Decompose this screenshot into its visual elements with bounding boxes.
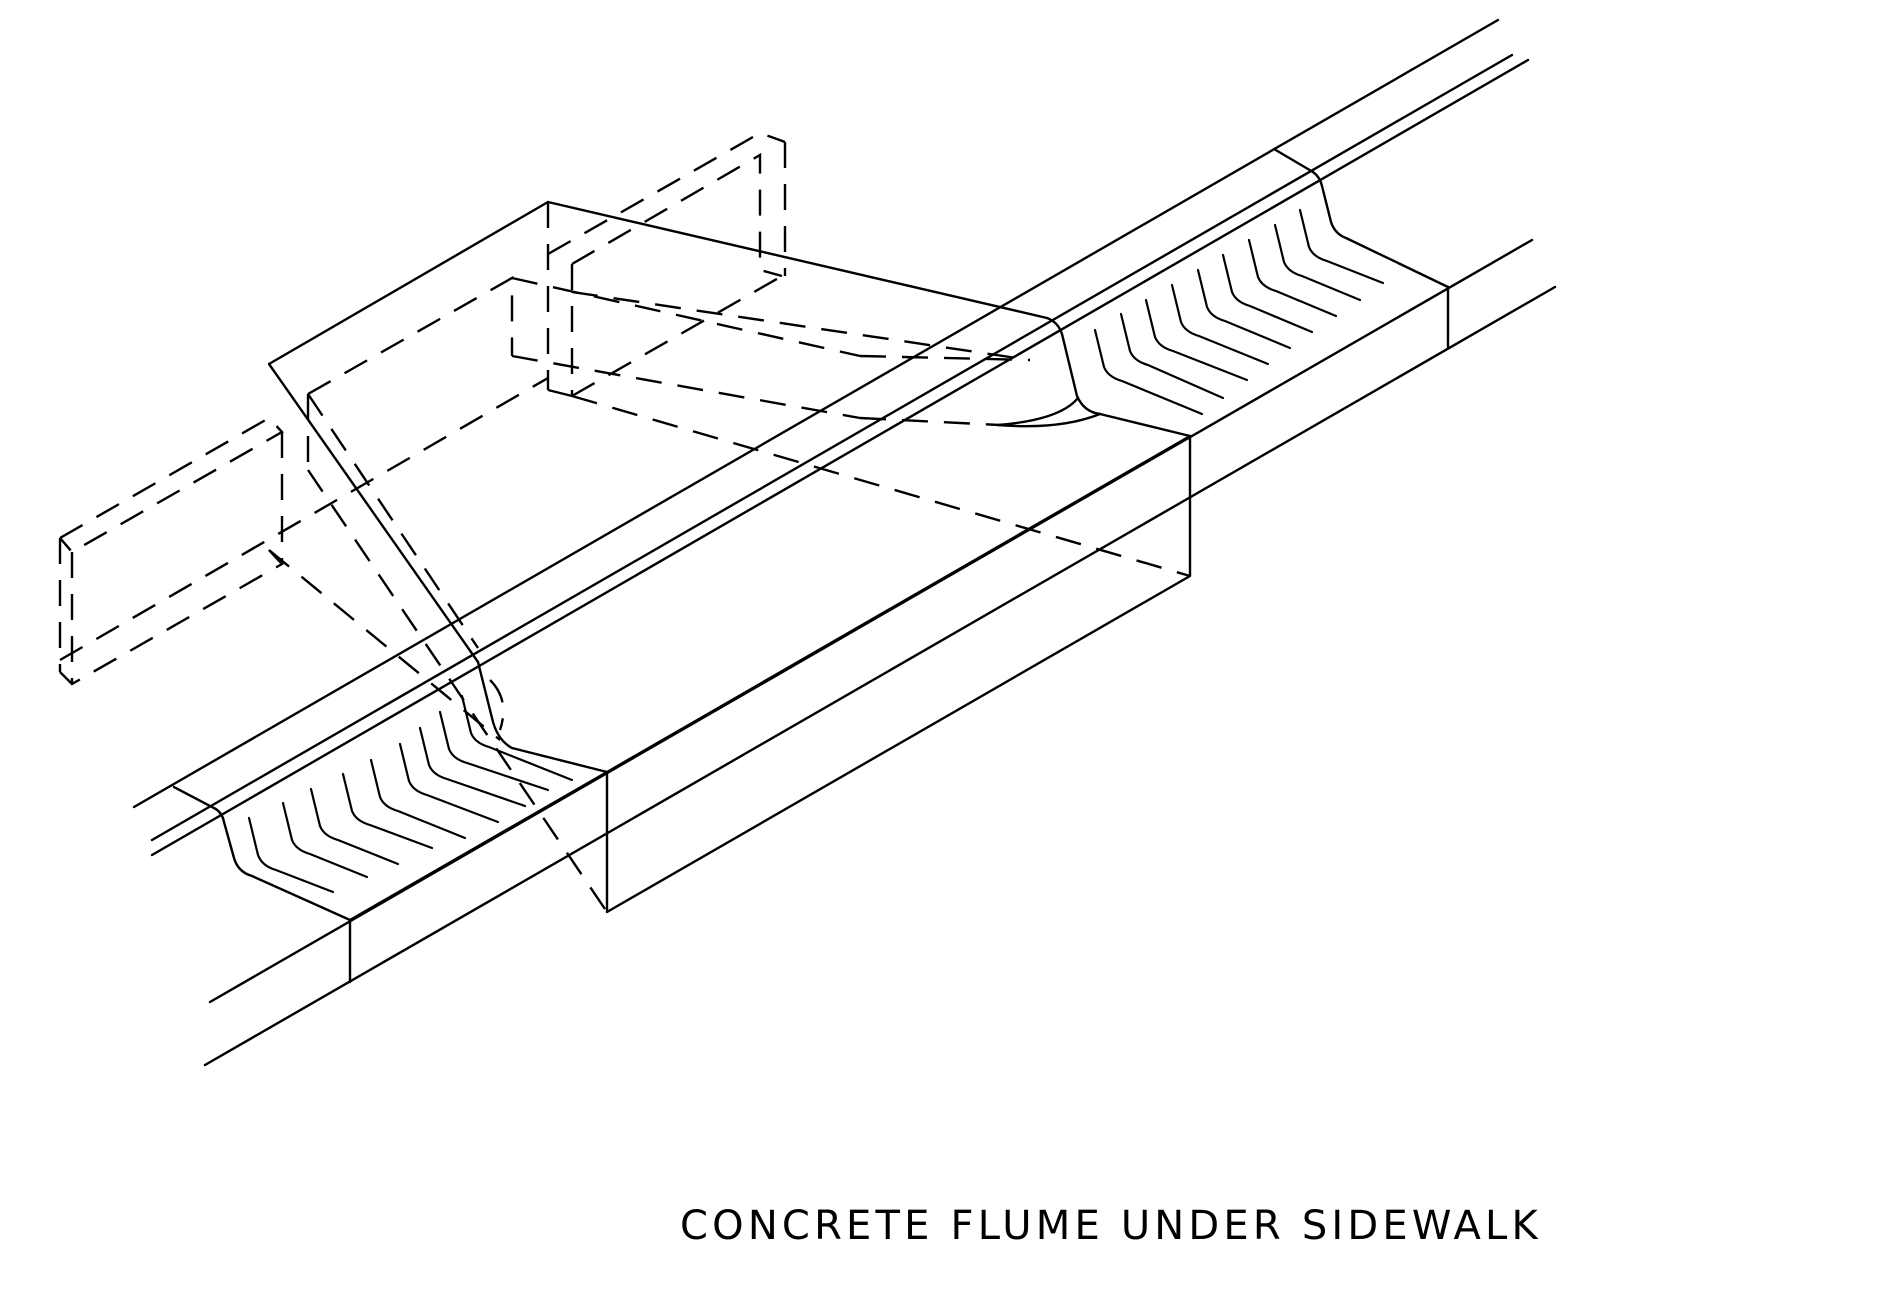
back-box-bottom-diag <box>571 274 783 398</box>
front-box-top <box>59 416 284 554</box>
hatch-r5 <box>1196 268 1292 350</box>
hatch-l4 <box>341 772 434 850</box>
left-bottom-lower-line <box>203 285 1557 1067</box>
hatch-r7 <box>1247 238 1338 318</box>
pipe-hidden-2 <box>307 469 608 913</box>
back-box-top <box>547 131 786 256</box>
hatch-l8 <box>438 710 550 792</box>
curb-line-2 <box>150 58 1530 857</box>
right-gutter-cross-section <box>1272 147 1315 174</box>
left-gutter-cross-section <box>172 785 216 810</box>
gutter-hatching <box>247 208 1385 894</box>
hatch-l6 <box>398 742 500 824</box>
visible-edges <box>132 18 1557 1067</box>
front-box-bottom-back <box>59 376 549 662</box>
slab-front-face <box>605 434 1192 914</box>
slab-top-back-edge <box>546 200 1049 320</box>
left-gutter-bottom-line <box>208 238 1534 1004</box>
hatch-r1 <box>1093 328 1204 416</box>
mid-frame-top-edge <box>511 276 861 358</box>
hatch-r3 <box>1144 298 1249 382</box>
hidden-long-2 <box>859 354 1031 362</box>
hatch-r2 <box>1119 312 1225 400</box>
hatch-r4 <box>1170 283 1270 366</box>
right-gutter-profile <box>1311 170 1450 289</box>
front-box-bottom <box>59 549 284 686</box>
mid-frame-top <box>307 275 514 396</box>
hidden-long-3 <box>859 416 1001 427</box>
hatch-l7 <box>418 726 527 808</box>
pipe-hidden-3 <box>268 549 501 741</box>
slab-top-left-edge <box>267 200 550 664</box>
pipe-hidden-1 <box>307 393 479 649</box>
road-line-top <box>132 18 1500 809</box>
pipe-hidden-curve <box>489 679 505 731</box>
hidden-long-4 <box>571 394 1191 578</box>
hatch-r9 <box>1298 208 1385 285</box>
hatch-l3 <box>309 787 400 866</box>
hatch-l9 <box>460 694 574 782</box>
mid-frame-mid-edge <box>511 354 861 420</box>
flume-entry-profile <box>476 660 609 774</box>
hatch-l5 <box>369 758 467 840</box>
hatch-r8 <box>1273 223 1362 302</box>
flume-exit-profile <box>1045 316 1192 438</box>
back-box-bottom-back <box>547 388 573 398</box>
flume-outlet-curve <box>996 396 1102 428</box>
hatch-l1 <box>247 816 335 894</box>
curb-line-1 <box>150 53 1514 842</box>
left-gutter-profile <box>212 806 352 922</box>
hidden-long-1 <box>571 290 1031 362</box>
hidden-edges <box>58 131 1191 913</box>
back-box-inner-top <box>571 152 783 278</box>
hatch-l2 <box>281 801 369 879</box>
hatch-r6 <box>1221 253 1314 334</box>
diagram-caption: CONCRETE FLUME UNDER SIDEWALK <box>680 1203 1542 1249</box>
